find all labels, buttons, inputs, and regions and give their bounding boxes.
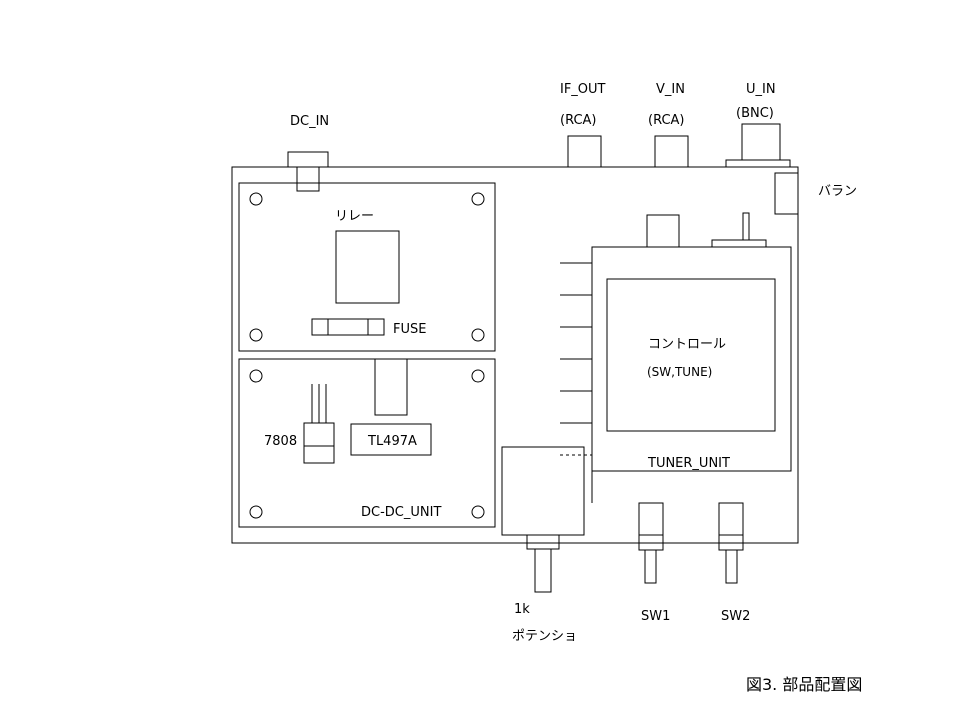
- fuse-holder: [311, 318, 385, 336]
- label-control-sub: (SW,TUNE): [647, 365, 712, 379]
- control-board: [606, 278, 776, 432]
- label-v-in: V_IN: [656, 82, 685, 97]
- label-balun: バラン: [818, 184, 857, 199]
- label-v-in-type: (RCA): [648, 113, 685, 128]
- label-tuner-unit: TUNER_UNIT: [647, 456, 730, 471]
- regulator-7808: [303, 384, 335, 464]
- potentiometer: [501, 446, 585, 593]
- dc-in-jack: [287, 151, 329, 192]
- figure-caption: 図3. 部品配置図: [746, 675, 862, 694]
- v-in-rca-jack: [654, 135, 689, 168]
- tl497a-chip: [350, 423, 432, 456]
- label-sw1: SW1: [641, 609, 670, 624]
- label-if-out-type: (RCA): [560, 113, 597, 128]
- label-pot-name: ポテンショ: [512, 629, 577, 644]
- dcdc-board: [238, 358, 496, 528]
- label-regulator-7808: 7808: [264, 434, 297, 449]
- label-dc-in: DC_IN: [290, 114, 329, 129]
- label-dcdc-unit: DC-DC_UNIT: [361, 505, 441, 520]
- label-if-out: IF_OUT: [560, 82, 606, 97]
- tuner-unit: [560, 212, 792, 503]
- dcdc-component: [374, 358, 408, 416]
- label-sw2: SW2: [721, 609, 750, 624]
- label-pot-value: 1k: [514, 602, 530, 617]
- label-tl497a: TL497A: [367, 434, 417, 449]
- switch-sw1: [638, 502, 664, 584]
- balun-box: [774, 172, 799, 215]
- label-fuse: FUSE: [393, 322, 426, 337]
- relay-board: [238, 182, 496, 352]
- if-out-rca-jack: [567, 135, 602, 168]
- relay-body: [335, 230, 400, 304]
- label-control: コントロール: [648, 337, 726, 352]
- chassis-outline: [231, 166, 799, 544]
- label-relay: リレー: [335, 209, 374, 224]
- u-in-bnc-jack: [725, 123, 791, 168]
- label-u-in-type: (BNC): [736, 106, 774, 121]
- switch-sw2: [718, 502, 744, 584]
- label-u-in: U_IN: [746, 82, 776, 97]
